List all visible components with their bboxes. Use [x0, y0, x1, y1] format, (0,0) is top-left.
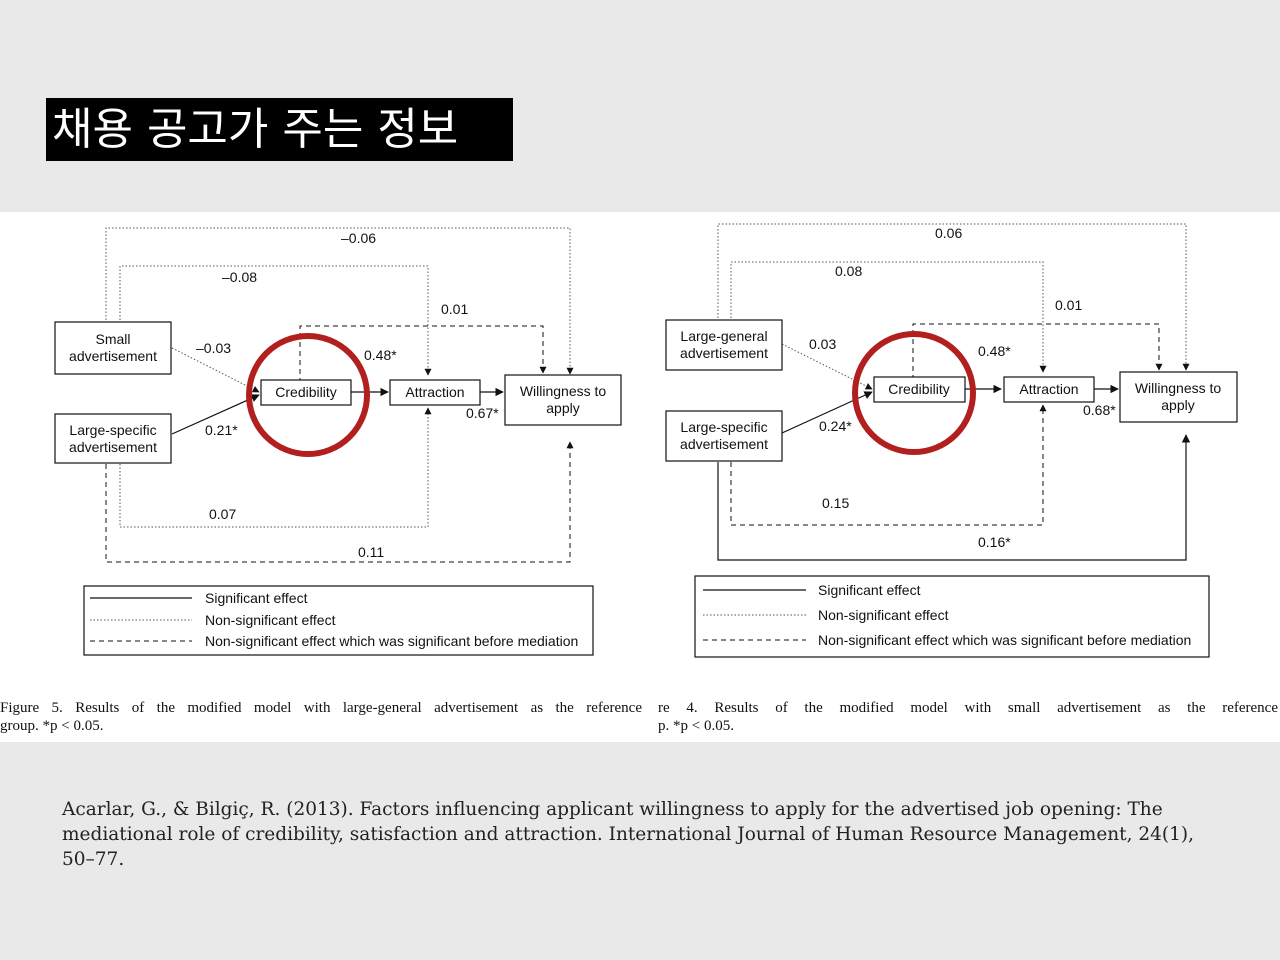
right-coef-outer-bottom: 0.16*: [978, 534, 1011, 550]
left-box-willingness-label2: apply: [546, 400, 579, 416]
right-box-large-general-label1: Large-general: [680, 328, 767, 344]
right-box-large-specific: [665, 410, 783, 462]
left-path-small-to-willingness: [105, 227, 574, 375]
right-coef-inner-top: 0.08: [835, 263, 862, 279]
left-box-attraction-label: Attraction: [405, 384, 464, 400]
right-box-attraction: [1003, 376, 1095, 403]
right-legend-mediated: Non-significant effect which was signifi…: [818, 632, 1191, 648]
right-coef-general-to-cred: 0.03: [809, 336, 836, 352]
right-diagram: Large-general advertisement Large-specif…: [665, 223, 1238, 658]
right-box-credibility-label: Credibility: [888, 381, 949, 397]
right-path-general-to-willingness: [717, 223, 1190, 371]
right-coef-attr-to-will: 0.68*: [1083, 402, 1116, 418]
left-box-small-label2: advertisement: [69, 348, 157, 364]
citation-reference: Acarlar, G., & Bilgiç, R. (2013). Factor…: [62, 799, 1195, 870]
left-path-large-to-attraction: [119, 407, 432, 528]
right-coef-outer-top: 0.06: [935, 225, 962, 241]
left-box-credibility: [260, 379, 352, 406]
left-path-small-to-credibility: [171, 347, 260, 393]
left-legend-mediated: Non-significant effect which was signifi…: [205, 633, 578, 649]
left-diagram: Small advertisement Large-specific adver…: [54, 227, 622, 656]
right-box-attraction-label: Attraction: [1019, 381, 1078, 397]
right-box-willingness-label2: apply: [1161, 397, 1194, 413]
left-box-small-label1: Small: [95, 331, 130, 347]
left-path-large-to-willingness: [105, 441, 574, 563]
right-box-large-general-label2: advertisement: [680, 345, 768, 361]
left-legend-significant: Significant effect: [205, 590, 308, 606]
left-box-credibility-label: Credibility: [275, 384, 336, 400]
left-box-small: [54, 321, 172, 375]
right-caption-line1: re 4. Results of the modified model with…: [658, 700, 1278, 716]
left-coef-outer-bottom: 0.11: [358, 544, 384, 560]
right-legend-non-significant: Non-significant effect: [818, 607, 949, 623]
left-path-small-to-attraction: [119, 265, 432, 376]
left-box-willingness: [504, 374, 622, 426]
right-box-credibility: [873, 376, 966, 403]
right-coef-inner-bottom: 0.15: [822, 495, 849, 511]
left-coef-small-to-cred: –0.03: [196, 340, 231, 356]
left-path-large-to-credibility: [171, 394, 260, 435]
left-coef-inner-top: –0.08: [222, 269, 257, 285]
left-box-large-specific-label1: Large-specific: [69, 422, 156, 438]
left-legend-non-significant: Non-significant effect: [205, 612, 336, 628]
left-credibility-highlight-circle: [246, 333, 370, 457]
left-caption-line1: Figure 5. Results of the modified model …: [0, 700, 642, 716]
left-figure-caption: Figure 5. Results of the modified model …: [0, 699, 642, 735]
left-box-large-specific-label2: advertisement: [69, 439, 157, 455]
right-box-willingness: [1119, 371, 1238, 423]
right-box-large-general: [665, 319, 783, 371]
right-path-large-to-willingness: [717, 434, 1191, 561]
right-legend-significant: Significant effect: [818, 582, 921, 598]
right-coef-large-to-cred: 0.24*: [819, 418, 852, 434]
left-coef-large-to-cred: 0.21*: [205, 422, 238, 438]
figure-panel: Small advertisement Large-specific adver…: [0, 212, 1280, 742]
path-diagrams: Small advertisement Large-specific adver…: [54, 223, 1238, 658]
left-coef-cred-to-attr: 0.48*: [364, 347, 397, 363]
right-box-large-specific-label2: advertisement: [680, 436, 768, 452]
right-box-willingness-label1: Willingness to: [1135, 380, 1222, 396]
right-figure-caption: re 4. Results of the modified model with…: [658, 699, 1278, 735]
left-box-attraction: [389, 379, 481, 406]
right-path-general-to-attraction: [730, 261, 1047, 373]
left-coef-cred-to-will: 0.01: [441, 301, 468, 317]
left-coef-outer-top: –0.06: [341, 230, 376, 246]
left-coef-inner-bottom: 0.07: [209, 506, 236, 522]
left-coef-attr-to-will: 0.67*: [466, 405, 499, 421]
right-caption-line2: p. *p < 0.05.: [658, 718, 734, 734]
slide-title: 채용 공고가 주는 정보: [46, 98, 513, 161]
right-box-large-specific-label1: Large-specific: [680, 419, 767, 435]
right-coef-cred-to-will: 0.01: [1055, 297, 1082, 313]
right-path-credibility-to-willingness: [912, 323, 1163, 389]
left-caption-line2: group. *p < 0.05.: [0, 718, 104, 734]
right-path-large-to-attraction: [730, 404, 1047, 526]
left-box-willingness-label1: Willingness to: [520, 383, 607, 399]
right-coef-cred-to-attr: 0.48*: [978, 343, 1011, 359]
right-path-general-to-credibility: [781, 343, 873, 390]
left-box-large-specific: [54, 413, 172, 464]
right-credibility-highlight-circle: [852, 331, 976, 455]
